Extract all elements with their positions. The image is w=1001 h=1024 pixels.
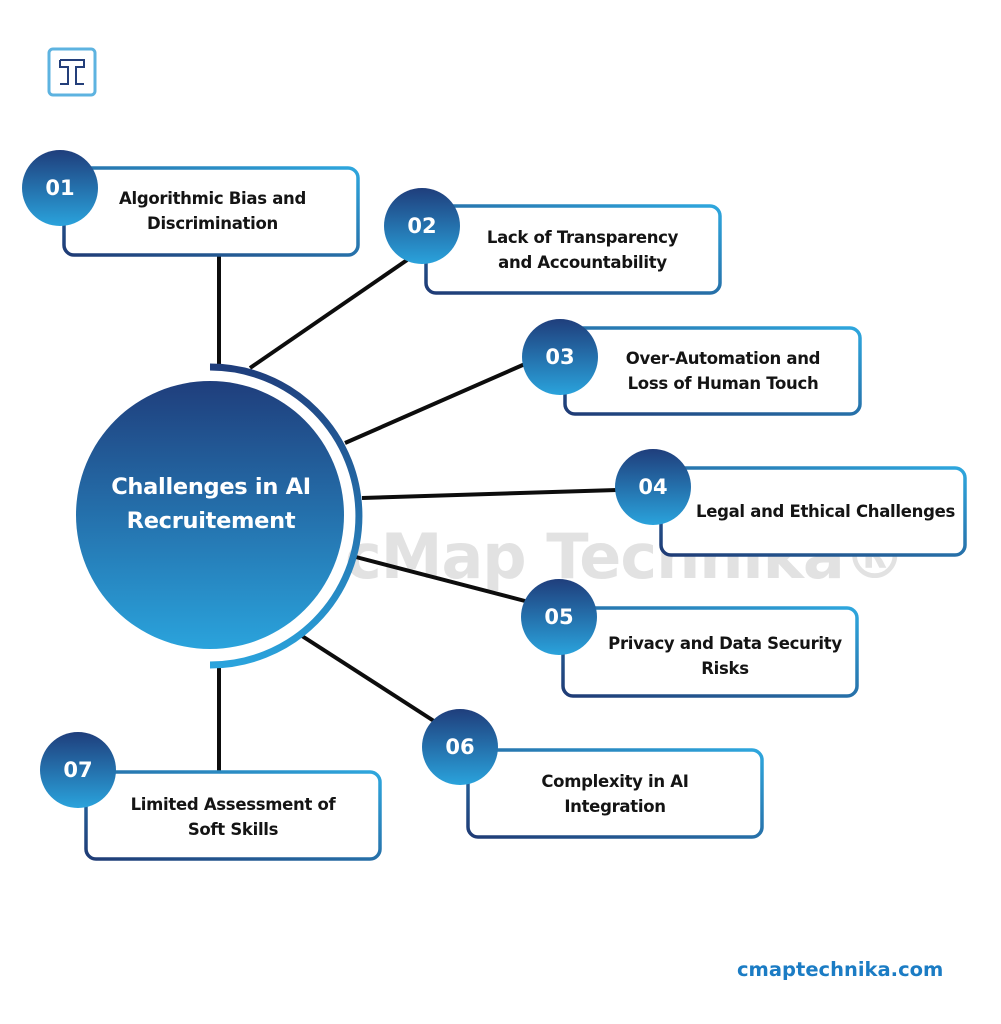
footer-url[interactable]: cmaptechnika.com	[737, 958, 944, 981]
item-label-01: Algorithmic Bias and Discrimination	[119, 189, 306, 233]
connector-02	[248, 256, 412, 370]
item-box-07	[84, 770, 382, 861]
item-label-06: Complexity in AI Integration	[541, 772, 689, 816]
item-number-07: 07	[63, 758, 93, 782]
number-badges	[22, 150, 691, 808]
item-label-05: Privacy and Data Security Risks	[608, 634, 842, 678]
item-box-06	[466, 748, 764, 839]
connector-04	[361, 488, 618, 500]
connector-03	[344, 362, 526, 445]
item-number-03: 03	[545, 345, 575, 369]
center-title: Challenges in AI Recruitement	[111, 474, 311, 534]
logo-icon	[47, 47, 97, 97]
connector-06	[300, 634, 439, 725]
item-number-04: 04	[638, 475, 668, 499]
center-ring	[209, 363, 363, 669]
item-number-05: 05	[544, 605, 574, 629]
item-number-06: 06	[445, 735, 475, 759]
item-number-02: 02	[407, 214, 437, 238]
item-label-03: Over-Automation and Loss of Human Touch	[625, 349, 821, 393]
item-label-04: Legal and Ethical Challenges	[695, 501, 956, 521]
item-number-01: 01	[45, 176, 75, 200]
item-label-07: Limited Assessment of Soft Skills	[130, 795, 336, 839]
item-boxes	[62, 166, 967, 861]
connectors	[217, 255, 618, 771]
center-circle	[76, 381, 344, 649]
item-label-02: Lack of Transparency and Accountability	[486, 228, 679, 272]
connector-05	[351, 554, 526, 603]
